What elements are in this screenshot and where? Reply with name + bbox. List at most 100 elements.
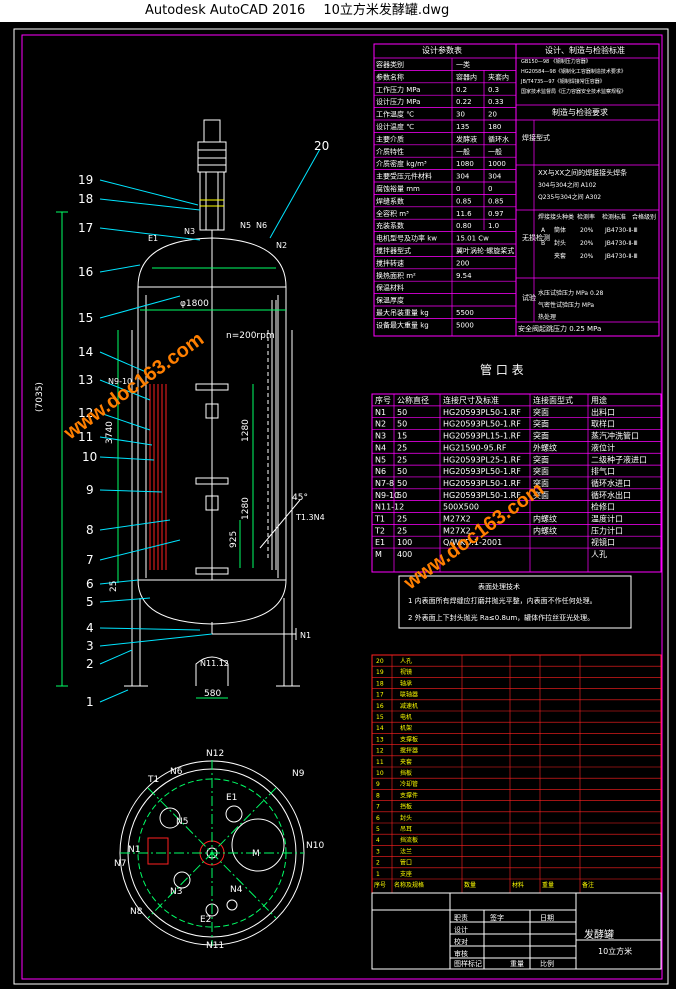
nozzle-cell: 出料口 [591,407,615,417]
nozzle-cell: 外螺纹 [533,442,557,452]
plan-view [119,760,305,946]
part-name: 电机 [400,713,412,721]
param-value-vessel: 容器内 [456,72,477,81]
surface-note-title: 表面处理技术 [478,582,520,591]
pressure-test-label: 试验 [522,293,536,302]
front-view-dims: φ1800 n=200rpm (7035) 3740 1280 1280 925… [35,299,308,699]
part-number: 2 [376,860,380,867]
param-value-jacket: 0.85 [488,197,504,205]
pressure-row-3: 热处理 [538,313,556,321]
nozzle-n2: N2 [276,241,287,250]
tb-check: 校对 [454,937,468,946]
tb-sign: 签字 [490,913,504,922]
part-number: 14 [376,725,384,732]
nozzle-cell: 内螺纹 [533,514,557,524]
part-number: 18 [376,680,384,687]
ndt-r2-c: 20% [580,240,594,247]
frame-stand [199,171,225,231]
part-no-1: 1 [86,695,94,709]
part-name: 夹套 [400,758,412,766]
dim-h2: 1280 [241,497,251,520]
param-value-vessel: 304 [456,173,470,181]
param-name: 腐蚀裕量 mm [376,184,420,193]
part-no-9: 9 [86,483,94,497]
param-name: 参数名称 [376,72,404,81]
param-value-vessel: 0.22 [456,98,472,106]
part-name: 轴承 [400,679,412,687]
part-number: 13 [376,736,384,743]
plan-t1: T1 [147,775,159,785]
dim-speed: n=200rpm [226,331,275,341]
param-name: 换热面积 m² [376,271,416,280]
part-no-3: 3 [86,639,94,653]
tb-drawing-name: 发酵罐 [584,928,614,941]
front-view-part-numbers: 19 18 17 16 15 14 13 12 11 10 9 8 7 6 5 … [78,139,329,709]
param-name: 设计温度 ℃ [376,122,414,131]
param-value-vessel: 30 [456,111,465,119]
nozzle-cell: M27X2 [443,515,471,524]
standard-line-4: 国家技术监督局《压力容器安全技术监察规程》 [521,88,626,95]
nozzle-cell: 循环水进口 [591,478,631,488]
standard-line-1: GB150—98 《钢制压力容器》 [521,58,591,65]
param-value-jacket: 夹套内 [488,72,509,81]
part-no-2: 2 [86,657,94,671]
plan-n4: N4 [230,885,243,895]
param-value-vessel: 11.6 [456,210,472,218]
part-no-15: 15 [78,311,93,325]
nozzle-cell: 人孔 [591,550,607,559]
nozzle-cell: 突面 [533,454,549,464]
nozzle-header: 用途 [591,395,607,405]
nozzle-cell: HG20593PL15-1.RF [443,432,521,441]
nozzle-cell: 25 [397,455,407,464]
ladder [271,300,277,570]
plan-n7: N7 [114,859,126,869]
part-name: 搅拌器 [400,747,418,755]
ndt-r3-d: JB4730-Ⅱ-Ⅲ [604,253,638,260]
part-no-14: 14 [78,345,93,359]
nozzle-cell: 400 [397,550,412,559]
part-number: 5 [376,826,380,833]
leader-lines [99,148,321,703]
nozzle-cell: 二级种子液进口 [591,454,647,464]
param-value-vessel: 15.01 Cw [456,235,489,243]
part-name: 封头 [400,814,412,822]
dim-base: 580 [204,689,221,699]
part-no-17: 17 [78,221,93,235]
window-title-bar: Autodesk AutoCAD 2016 10立方米发酵罐.dwg [0,0,676,22]
param-name: 工作压力 MPa [376,85,420,94]
nozzle-e1: E1 [148,234,158,243]
param-name: 保温材料 [376,283,404,292]
param-name: 容器类别 [376,60,404,69]
weld-type-label: 焊接型式 [522,133,550,142]
weld-row-2: Q235与304之间 A302 [538,193,601,201]
standards-block: 设计、制造与检验标准 GB150—98 《钢制压力容器》 HG20584—98《… [518,45,656,333]
tb-weight: 重量 [510,960,524,968]
standard-line-3: JB/T4735—97《钢制焊接常压容器》 [520,78,605,85]
part-no-6: 6 [86,577,94,591]
nozzle-cell: 突面 [533,407,549,417]
part-name: 挡板 [400,803,412,811]
part-number: 15 [376,714,384,721]
drawing-canvas[interactable]: 19 18 17 16 15 14 13 12 11 10 9 8 7 6 5 … [0,22,676,989]
design-params-table [373,43,660,337]
nozzle-t1-n4: T1.3N4 [295,513,325,522]
cad-drawing[interactable]: 19 18 17 16 15 14 13 12 11 10 9 8 7 6 5 … [0,22,676,989]
nozzle-cell: 取样口 [591,419,615,429]
dim-angle: 45° [292,493,308,503]
plan-n10: N10 [306,841,324,851]
nozzle-cell: N4 [375,443,386,452]
parts-footer-header: 备注 [582,881,594,889]
plan-n3: N3 [170,887,182,897]
nozzle-n11-12: N11.12 [200,659,229,668]
part-name: 支撑件 [400,791,418,799]
nozzle-cell: 液位计 [591,442,615,452]
nozzle-header: 序号 [375,395,391,405]
part-no-8: 8 [86,523,94,537]
param-value-jacket: 304 [488,173,502,181]
nozzle-cell: T1 [374,515,385,524]
param-value-vessel: 一类 [456,60,470,69]
nozzle-cell: 50 [397,479,407,488]
nozzle-cell: 检修口 [591,502,615,512]
requirements-title: 制造与检验要求 [552,107,608,117]
nozzle-cell: N9-10 [375,491,399,500]
